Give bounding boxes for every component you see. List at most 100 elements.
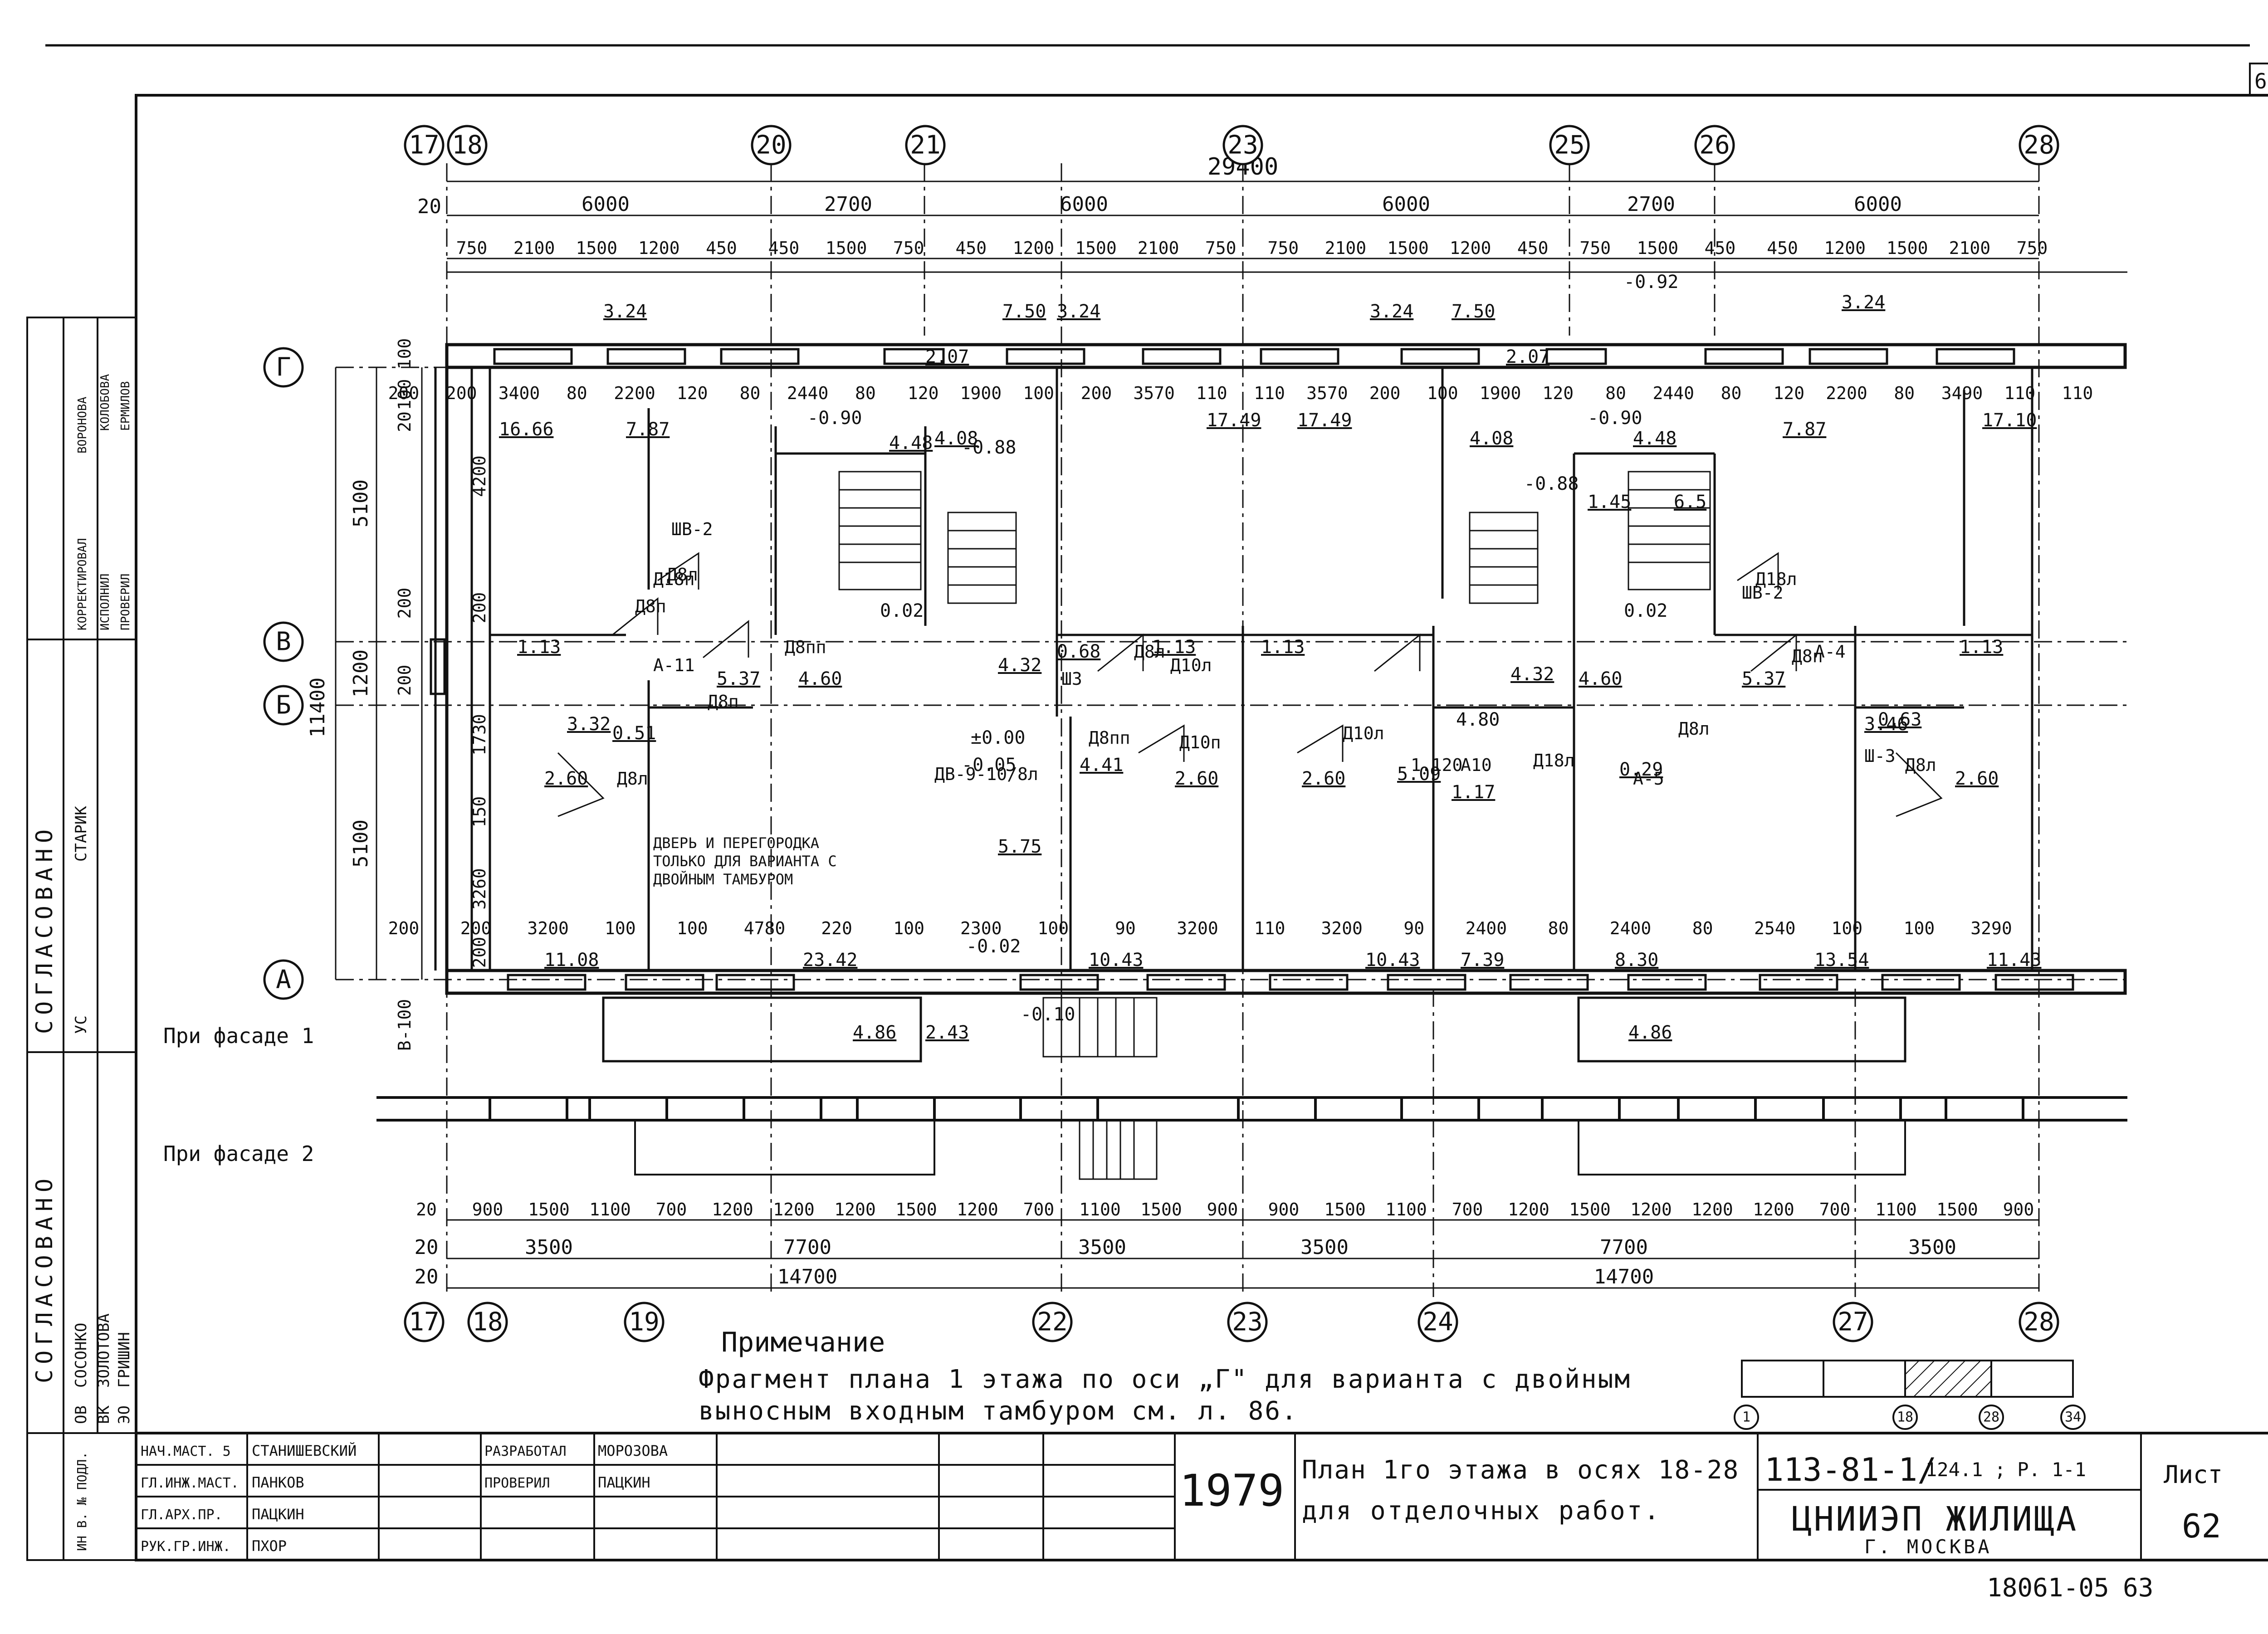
entry-steps (1042, 997, 1158, 1180)
bottom-mid-1: 3500 (525, 1236, 573, 1259)
room-area-45: 2.07 (925, 346, 969, 367)
title-block-text: НАЧ.МАСТ. 5 СТАНИШЕВСКИЙ ГЛ.ИНЖ.МАСТ. ПА… (141, 1442, 2223, 1558)
room-area-12: 4.32 (998, 655, 1041, 676)
axis-bottom-4-label: 23 (1232, 1307, 1262, 1337)
drawing-frame (135, 94, 2268, 1561)
row-a-dim-15: 2400 (1466, 918, 1507, 938)
bottom-detail-8: 1500 (895, 1200, 937, 1219)
top-detail-10: 1500 (1075, 238, 1117, 258)
axis-top-1-label: 18 (452, 131, 482, 160)
left-small-0: 100 (395, 338, 415, 370)
row-g-dim-14: 110 (1196, 383, 1227, 403)
tb-code: 113-81-1/ (1765, 1451, 1936, 1488)
bottom-detail-16: 1100 (1385, 1200, 1427, 1219)
room-area-3: 4.08 (934, 428, 978, 449)
door-mark-22: 1.120 (1411, 755, 1462, 775)
room-area-51: 0.68 (1057, 641, 1100, 662)
bottom-detail-26: 900 (2003, 1200, 2034, 1219)
row-a-dim-6: 220 (821, 918, 852, 938)
bottom-detail-4: 700 (656, 1200, 687, 1219)
room-area-6: 4.08 (1470, 428, 1513, 449)
row-g-dim-16: 3570 (1306, 383, 1348, 403)
room-area-37: 2.43 (925, 1022, 969, 1043)
axis-bottom-6-circle (1833, 1302, 1873, 1342)
row-g-dim-0: 200 (388, 383, 420, 403)
tb-chk-name: ПАЦКИН (598, 1474, 650, 1491)
row-g-dim-7: 2440 (787, 383, 829, 403)
room-area-44: 3.24 (1842, 292, 1885, 313)
axis-top-5: 25 (1549, 125, 1590, 166)
door-mark-25: Д8л (1905, 755, 1936, 775)
left-overall: 11400 (306, 678, 329, 737)
bottom-detail-1: 900 (472, 1200, 503, 1219)
room-area-46: 2.07 (1506, 346, 1549, 367)
bottom-detail-10: 700 (1023, 1200, 1055, 1219)
room-area-29: 23.42 (803, 950, 857, 971)
row-g-dim-26: 80 (1894, 383, 1915, 403)
key-plan-marker-3 (2060, 1405, 2086, 1430)
tb-name-2: ПАЦКИН (252, 1506, 304, 1523)
bottom-detail-11: 1100 (1079, 1200, 1121, 1219)
top-detail-17: 450 (1517, 238, 1549, 258)
axis-bottom-1-circle (467, 1302, 508, 1342)
row-a-dim-16: 80 (1548, 918, 1569, 938)
row-a-dim-0: 200 (388, 918, 420, 938)
axis-top-4-circle (1222, 125, 1263, 166)
room-area-39: 3.24 (603, 301, 647, 322)
axis-top-0-label: 17 (409, 131, 439, 160)
top-detail-5: 450 (768, 238, 800, 258)
row-a-dim-5: 4780 (744, 918, 786, 938)
tb-name-0: СТАНИШЕВСКИЙ (252, 1442, 357, 1459)
stamp-role-isp: ИСПОЛНИЛ (98, 574, 112, 630)
bottom-detail-22: 1200 (1753, 1200, 1794, 1219)
bottom-page: 63 (2123, 1573, 2153, 1603)
tb-role-3: РУК.ГР.ИНЖ. (141, 1539, 231, 1555)
row-a-dim-18: 80 (1692, 918, 1713, 938)
left-dimension-lines (335, 367, 423, 980)
door-mark-13: А-11 (653, 655, 695, 675)
door-mark-15: А-5 (1633, 769, 1664, 789)
title-block-frame (135, 1432, 2268, 1561)
top-span-4: 2700 (1627, 193, 1675, 216)
row-g-dim-12: 200 (1081, 383, 1112, 403)
room-area-53: 1.45 (1588, 492, 1631, 512)
tb-year: 1979 (1179, 1465, 1284, 1516)
left-small-1: 100 (395, 379, 415, 410)
top-span-0: 6000 (582, 193, 630, 216)
axis-top-2: 20 (751, 125, 792, 166)
door-mark-21: А10 (1461, 755, 1492, 775)
level-0: -0.90 (807, 408, 862, 429)
row-a-dim-14: 90 (1403, 918, 1424, 938)
key-plan-label-0: 1 (1742, 1410, 1750, 1425)
tb-name-1: ПАНКОВ (252, 1474, 304, 1491)
room-area-35: 11.43 (1987, 950, 2041, 971)
axis-bottom-2-label: 19 (629, 1307, 659, 1337)
stamp-inv: ИН В. № ПОДЛ. (74, 1452, 89, 1551)
row-a-dim-9: 100 (1037, 918, 1069, 938)
row-g-dim-1: 200 (446, 383, 477, 403)
room-area-30: 10.43 (1089, 950, 1143, 971)
axis-bottom-2: 19 (624, 1302, 665, 1342)
stamp-name-eo: ГРИШИН (115, 1332, 133, 1388)
axis-bottom-7: 28 (2019, 1302, 2059, 1342)
room-area-32: 7.39 (1461, 950, 1504, 971)
bottom-detail-14: 900 (1268, 1200, 1300, 1219)
row-a-dim-21: 100 (1904, 918, 1935, 938)
row-a-dim-19: 2540 (1754, 918, 1796, 938)
top-detail-20: 450 (1705, 238, 1736, 258)
door-mark-20: ДВ-9-10/8л (934, 764, 1038, 784)
top-detail-12: 750 (1205, 238, 1237, 258)
axis-left-0: Г (263, 347, 304, 388)
stamp-name-isp: КОЛОБОВА (98, 374, 112, 431)
room-area-24: 0.29 (1619, 759, 1663, 780)
room-area-18: 0.51 (612, 723, 656, 744)
stamp-role-ov: ОВ (72, 1405, 90, 1424)
door-mark-19: Ш-3 (1864, 746, 1896, 766)
row-g-dim-6: 80 (740, 383, 761, 403)
corner-number: 63 (2254, 69, 2268, 93)
room-area-4: 17.49 (1207, 410, 1261, 431)
